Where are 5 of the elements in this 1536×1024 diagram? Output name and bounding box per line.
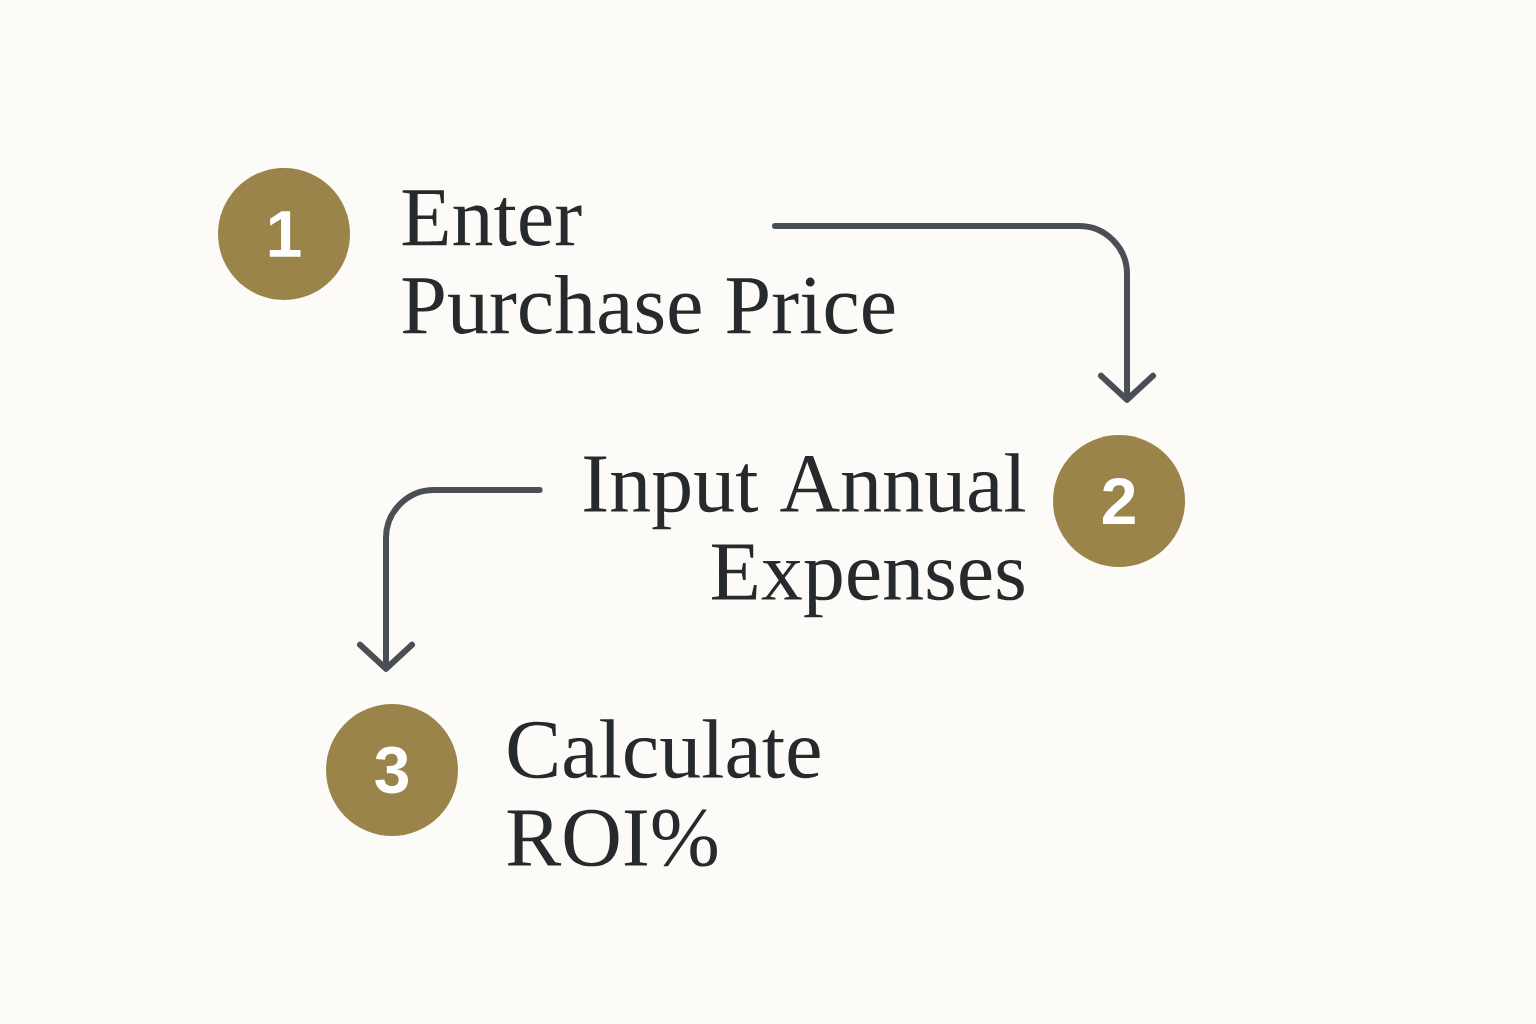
step-label: Enter Purchase Price (402, 190, 895, 334)
step-label: Calculate ROI% (507, 719, 820, 867)
arrow (357, 487, 543, 672)
step-label: Input Annual Expenses (584, 453, 1026, 618)
arrow (772, 223, 1156, 403)
